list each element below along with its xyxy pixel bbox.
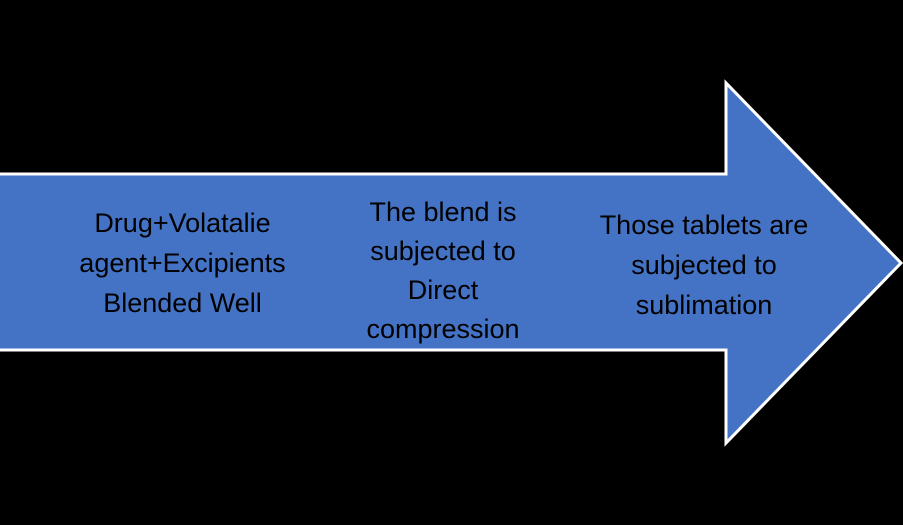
arrow-polygon[interactable] bbox=[0, 79, 903, 447]
process-step-2-text: The blend is subjected to Direct compres… bbox=[366, 197, 520, 344]
process-step-1-text: Drug+Volatalie agent+Excipients Blended … bbox=[79, 208, 286, 318]
process-step-3-text: Those tablets are subjected to sublimati… bbox=[599, 210, 809, 320]
